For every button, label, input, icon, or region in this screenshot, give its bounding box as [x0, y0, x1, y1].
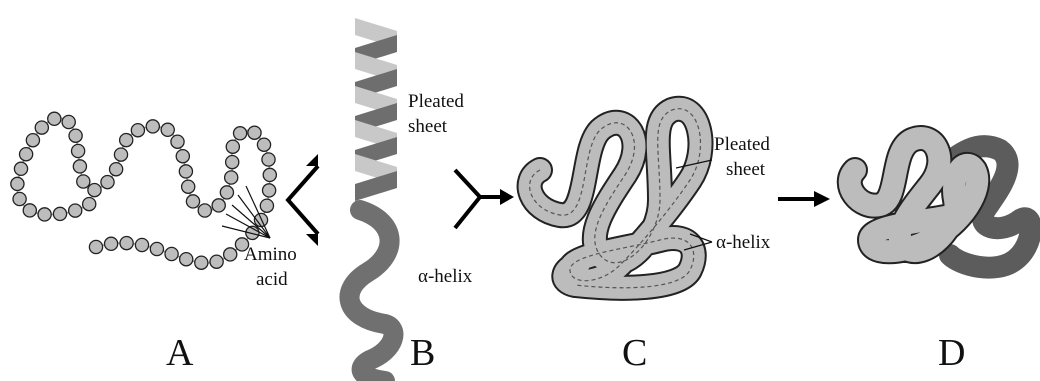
amino-acid-bead — [72, 144, 85, 157]
amino-acid-bead — [225, 171, 238, 184]
amino-acid-bead — [11, 177, 24, 190]
amino-acid-bead — [110, 163, 123, 176]
amino-acid-label-line2: acid — [256, 269, 288, 290]
panel-c-letter: C — [622, 332, 647, 374]
amino-acid-bead — [13, 192, 26, 205]
amino-acid-bead — [260, 199, 273, 212]
amino-acid-bead — [263, 184, 276, 197]
amino-acid-bead — [120, 134, 133, 147]
amino-acid-bead — [220, 186, 233, 199]
pleated-sheet-zigzag — [355, 18, 397, 201]
amino-acid-bead — [69, 204, 82, 217]
amino-acid-bead — [120, 237, 133, 250]
alpha-helix-coil — [349, 210, 393, 381]
panel-b-letter: B — [410, 332, 435, 374]
merge-arrow-b-to-c — [455, 170, 514, 228]
panel-c-sheet-label-line2: sheet — [726, 159, 766, 180]
amino-acid-bead — [224, 248, 237, 261]
panel-a: Amino acid A — [11, 112, 297, 374]
amino-acid-bead — [77, 175, 90, 188]
amino-acid-bead — [195, 256, 208, 269]
amino-acid-bead — [262, 153, 275, 166]
amino-acid-bead — [35, 121, 48, 134]
amino-acid-bead — [248, 126, 261, 139]
amino-acid-bead — [186, 195, 199, 208]
amino-acid-bead — [101, 176, 114, 189]
amino-acid-bead — [182, 180, 195, 193]
amino-acid-bead — [62, 115, 75, 128]
amino-acid-bead — [150, 242, 163, 255]
panel-c-helix-label: α-helix — [716, 232, 771, 253]
amino-acid-bead — [88, 184, 101, 197]
amino-acid-bead — [146, 120, 159, 133]
amino-acid-bead — [212, 199, 225, 212]
amino-acid-bead — [69, 129, 82, 142]
amino-acid-bead — [23, 204, 36, 217]
panel-c: Pleated sheet α-helix C — [530, 109, 771, 374]
amino-acid-bead — [210, 255, 223, 268]
amino-acid-bead — [89, 240, 102, 253]
amino-acid-bead — [20, 148, 33, 161]
amino-acid-bead — [171, 135, 184, 148]
amino-acid-bead — [83, 198, 96, 211]
amino-acid-bead — [165, 247, 178, 260]
amino-acid-bead — [105, 237, 118, 250]
amino-acid-bead — [198, 204, 211, 217]
amino-acid-label-line1: Amino — [244, 244, 297, 265]
amino-acid-bead — [234, 127, 247, 140]
panel-b-helix-label: α-helix — [418, 266, 473, 287]
branch-arrow-a-to-b — [288, 154, 318, 246]
amino-acid-bead — [257, 138, 270, 151]
panel-c-sheet-label-line1: Pleated — [714, 134, 770, 155]
amino-acid-bead — [226, 156, 239, 169]
amino-acid-bead — [53, 207, 66, 220]
amino-acid-bead — [176, 150, 189, 163]
amino-acid-bead — [131, 124, 144, 137]
amino-acid-bead — [161, 123, 174, 136]
amino-acid-bead — [26, 134, 39, 147]
amino-acid-bead — [263, 168, 276, 181]
panel-d: D — [850, 138, 1031, 374]
arrow-c-to-d — [778, 191, 830, 207]
amino-acid-bead — [114, 148, 127, 161]
amino-acid-bead — [226, 140, 239, 153]
panel-d-letter: D — [938, 332, 965, 374]
amino-acid-bead — [135, 238, 148, 251]
amino-acid-bead — [14, 162, 27, 175]
amino-acid-bead — [48, 112, 61, 125]
amino-acid-bead — [180, 253, 193, 266]
amino-acid-bead — [38, 208, 51, 221]
panel-a-letter: A — [166, 332, 194, 374]
amino-acid-bead — [179, 165, 192, 178]
amino-acid-beads — [11, 112, 277, 269]
amino-acid-bead — [73, 160, 86, 173]
panel-b: Pleated sheet α-helix B — [349, 18, 472, 381]
panel-b-sheet-label-line2: sheet — [408, 116, 448, 137]
panel-b-sheet-label-line1: Pleated — [408, 91, 464, 112]
